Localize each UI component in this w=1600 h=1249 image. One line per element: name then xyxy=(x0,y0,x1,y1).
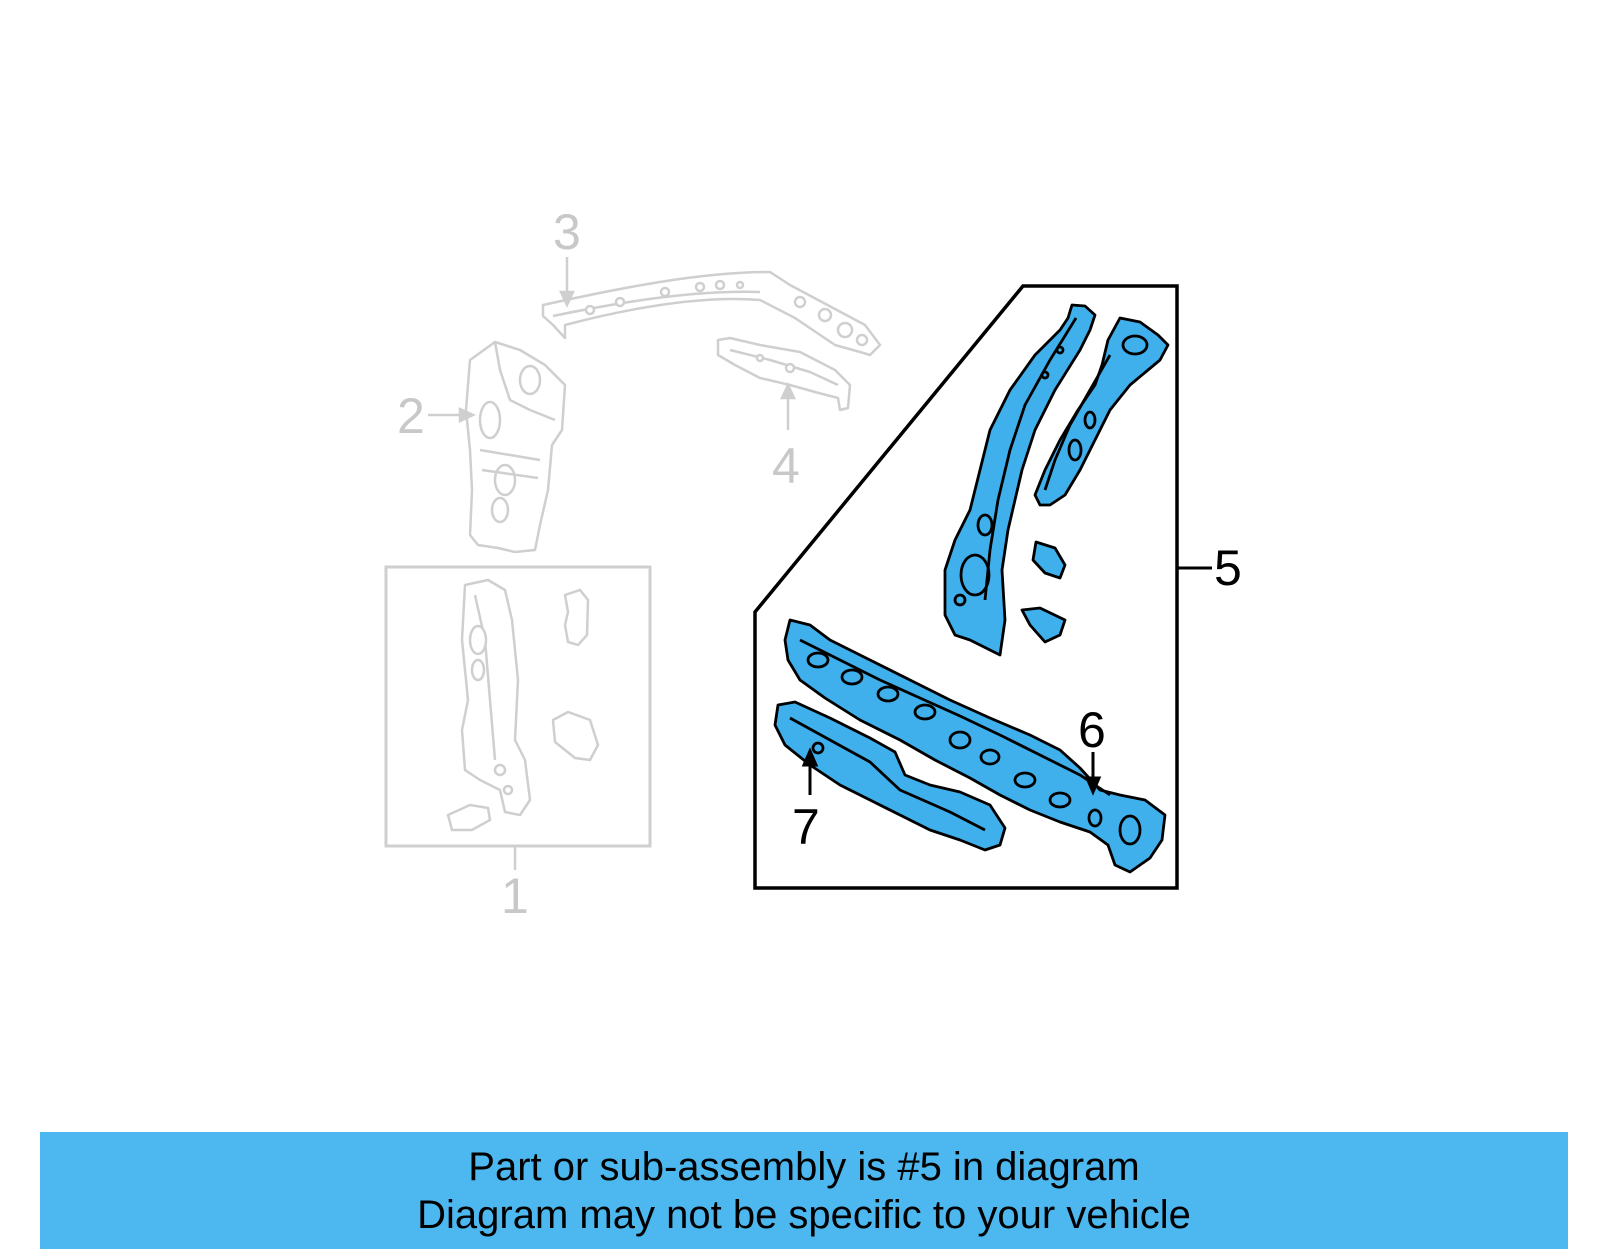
banner-line-2: Diagram may not be specific to your vehi… xyxy=(417,1192,1191,1237)
part-5-pillar-inner[interactable] xyxy=(943,303,1097,657)
grey-leaders xyxy=(428,257,796,870)
part-1-pillar[interactable] xyxy=(460,578,532,817)
part-5-clip-a[interactable] xyxy=(1031,540,1067,580)
part-7-sill-reinforcement[interactable] xyxy=(773,700,1007,852)
callout-4: 4 xyxy=(772,438,800,494)
info-banner: Part or sub-assembly is #5 in diagram Di… xyxy=(40,1132,1568,1249)
part-1-clip-b[interactable] xyxy=(551,710,600,762)
banner-line-1: Part or sub-assembly is #5 in diagram xyxy=(468,1144,1140,1189)
part-6-sill-rail[interactable] xyxy=(783,618,1167,874)
part-5-pillar-reinforcement[interactable] xyxy=(1033,316,1170,507)
black-leaders xyxy=(801,747,1102,796)
callout-5: 5 xyxy=(1214,540,1242,596)
callout-1: 1 xyxy=(501,868,529,924)
part-5-frame xyxy=(753,284,1179,890)
part-5-clip-b[interactable] xyxy=(1020,606,1067,644)
callout-7: 7 xyxy=(792,799,820,855)
part-1-clip-c[interactable] xyxy=(446,803,492,832)
part-1-clip-a[interactable] xyxy=(563,588,590,647)
callout-6: 6 xyxy=(1078,702,1106,758)
part-1-box xyxy=(384,565,652,848)
part-4-bracket[interactable] xyxy=(716,336,852,412)
callout-2: 2 xyxy=(397,388,425,444)
part-2-pillar-panel[interactable] xyxy=(464,340,567,554)
callout-3: 3 xyxy=(553,204,581,260)
part-3-roof-rail[interactable] xyxy=(541,270,882,357)
